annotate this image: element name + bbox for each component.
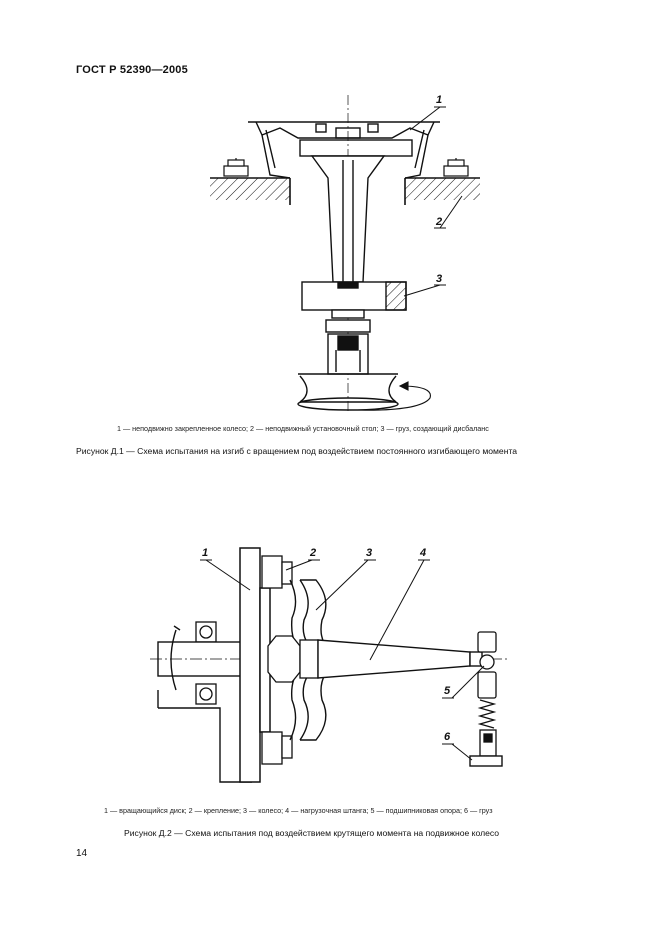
callout-2: 2: [309, 547, 316, 559]
callout-3: 3: [436, 273, 442, 285]
figure-2-caption: Рисунок Д.2 — Схема испытания под воздей…: [124, 828, 500, 838]
figure-2-callouts: 1 2 3 4 5 6: [200, 547, 485, 761]
figure-2-drawing: 1 2 3 4 5 6: [150, 547, 510, 783]
fixed-table: [210, 177, 480, 205]
callout-6: 6: [444, 731, 451, 743]
callout-5: 5: [444, 685, 451, 697]
loading-shaft: [310, 155, 386, 283]
unbalance-weight: [301, 281, 407, 311]
weight: [469, 755, 503, 767]
clamp-bolts: [223, 158, 469, 177]
bearing-support: [477, 631, 497, 757]
clamps: [261, 555, 293, 765]
lower-spindle: [325, 309, 371, 375]
fixed-wheel: [248, 121, 440, 179]
figure-1-callouts: 1 2 3: [403, 94, 463, 297]
standard-header: ГОСТ Р 52390—2005: [76, 64, 188, 76]
callout-1: 1: [202, 547, 208, 559]
figure-1-legend: 1 — неподвижно закрепленное колесо; 2 — …: [117, 424, 489, 433]
main-bearings: [195, 621, 217, 705]
figure-2-legend: 1 — вращающийся диск; 2 — крепление; 3 —…: [104, 806, 493, 815]
figure-1-caption: Рисунок Д.1 — Схема испытания на изгиб с…: [76, 446, 518, 456]
rotation-arrow-icon: [347, 381, 431, 411]
callout-3: 3: [366, 547, 372, 559]
callout-1: 1: [436, 94, 442, 106]
page-number: 14: [76, 848, 88, 859]
callout-4: 4: [419, 547, 426, 559]
figure-1-drawing: 1 2 3: [210, 94, 480, 412]
loading-bar: [317, 639, 483, 679]
callout-2: 2: [435, 216, 442, 228]
test-frame: [157, 690, 252, 783]
hub-nut: [267, 635, 319, 683]
